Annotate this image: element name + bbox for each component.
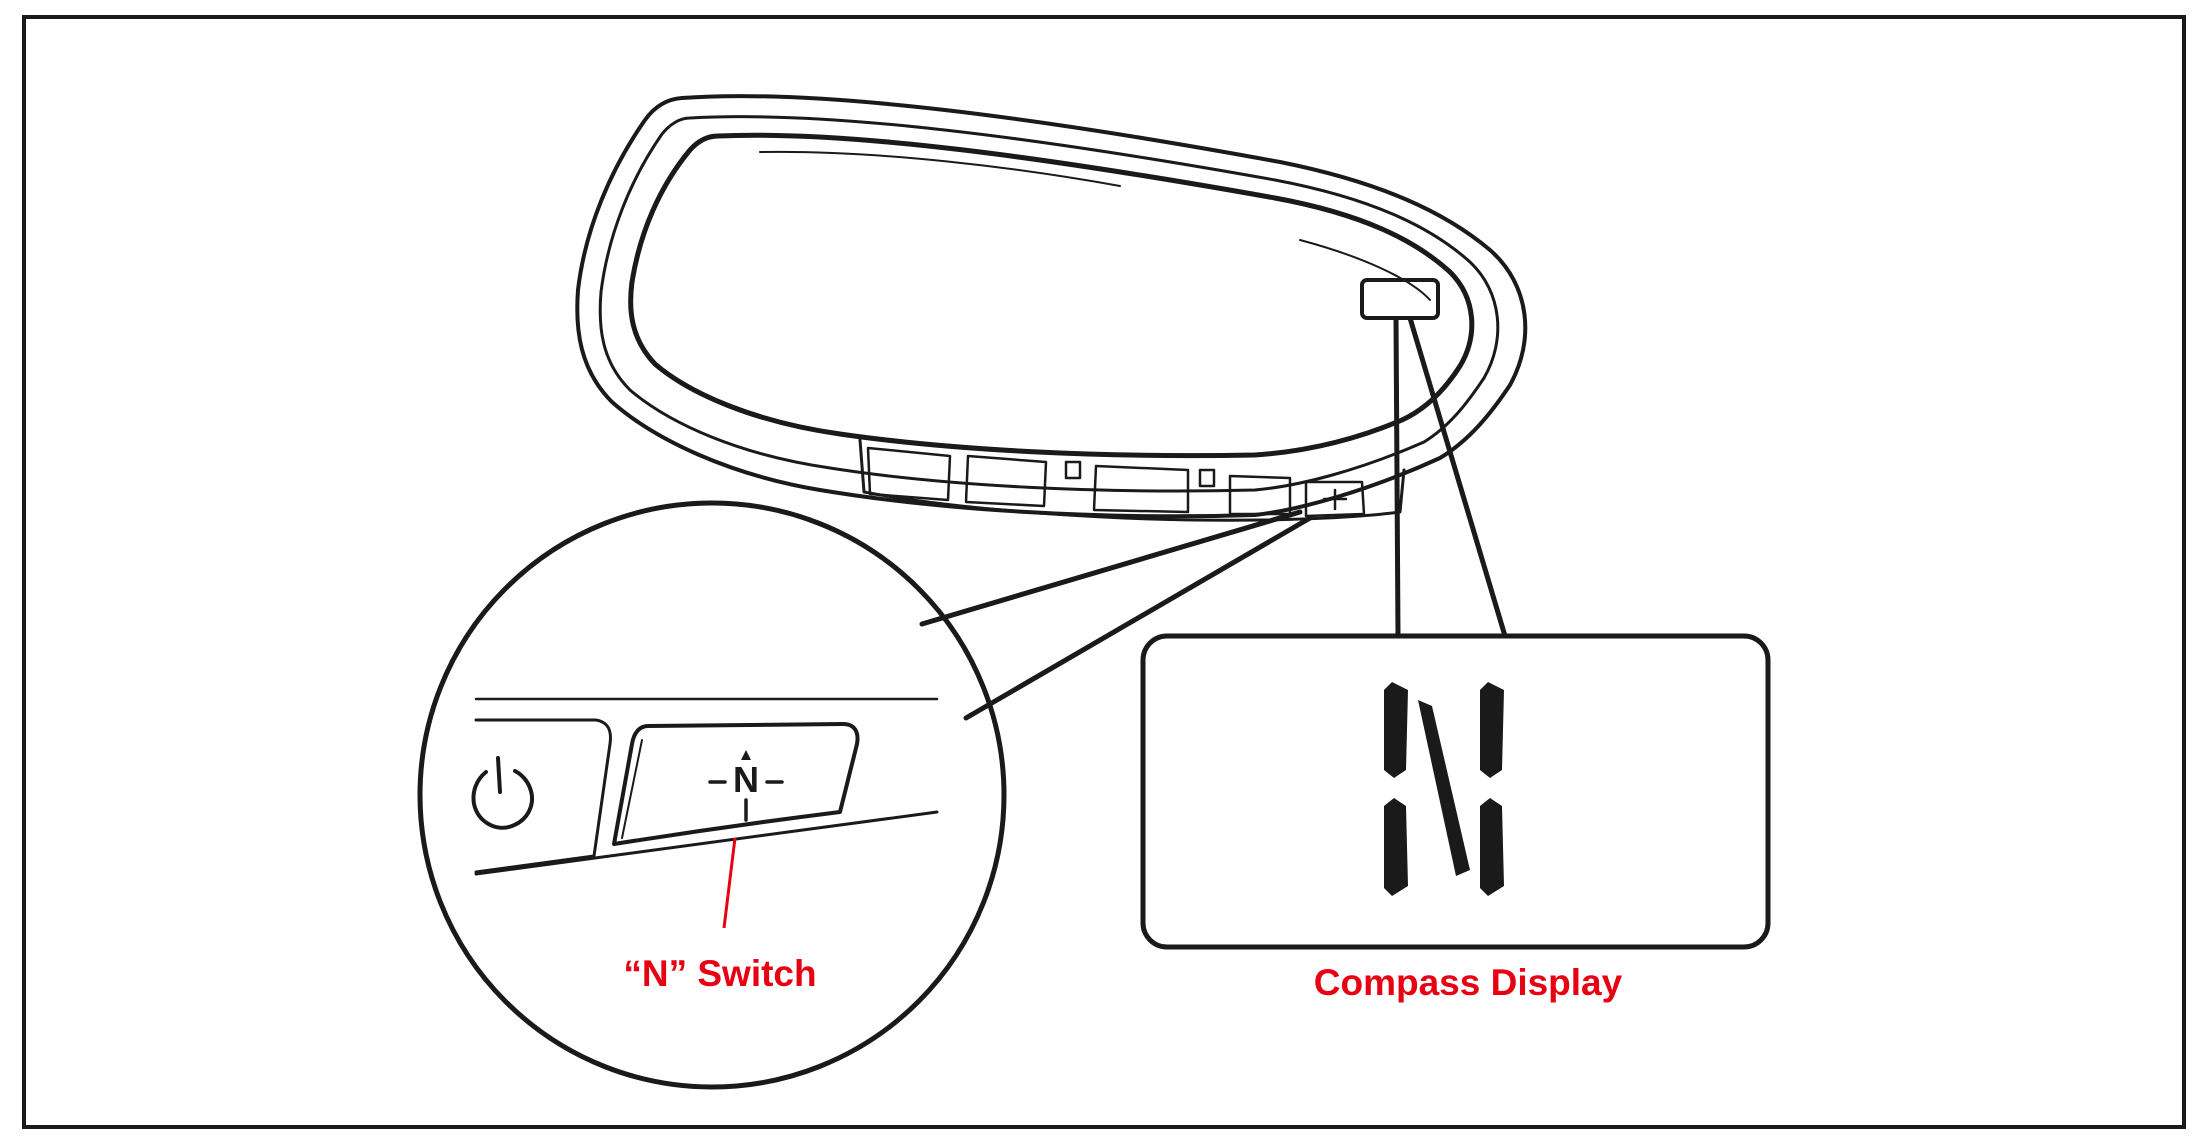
n-compass-icon: N <box>708 750 784 822</box>
n-switch-label: “N” Switch <box>623 953 816 994</box>
mirror-rim <box>598 115 1500 493</box>
mirror-button-1 <box>866 446 952 502</box>
zoom-n-switch <box>612 722 860 846</box>
compass-segment-n <box>1384 682 1504 896</box>
plus-icon <box>1322 488 1348 511</box>
mirror-button-3 <box>1092 464 1190 514</box>
n-switch-letter: N <box>733 759 759 800</box>
mirror-indicator-1 <box>1064 460 1082 480</box>
compass-callout <box>1140 317 1771 950</box>
button-strip <box>858 438 1406 522</box>
power-icon <box>471 756 534 830</box>
mirror-glass <box>628 132 1475 459</box>
mirror <box>575 94 1528 522</box>
compass-display-label: Compass Display <box>1314 962 1623 1003</box>
zoom-power-button <box>474 718 612 874</box>
compass-leader-left <box>1393 317 1401 637</box>
zoom-circle <box>417 500 1007 1090</box>
zoom-connector-bottom <box>963 515 1313 721</box>
glass-glare-2 <box>1299 239 1431 301</box>
n-switch-leader <box>722 837 737 929</box>
zoom-connector-top <box>919 509 1303 627</box>
mirror-button-2 <box>964 454 1048 508</box>
mirror-buttons <box>866 446 1366 518</box>
mirror-compass-window <box>1360 278 1440 320</box>
compass-leader-right <box>1407 317 1508 637</box>
compass-display-box <box>1140 633 1771 950</box>
zoom-detail <box>417 500 1313 1090</box>
mirror-indicator-2 <box>1198 468 1216 488</box>
glass-glare <box>759 150 1121 187</box>
mirror-n-button <box>1304 480 1366 518</box>
mirror-outline <box>575 94 1528 519</box>
zoom-panel-bottom-edge <box>474 810 939 876</box>
zoom-n-switch-bevel <box>621 739 643 839</box>
